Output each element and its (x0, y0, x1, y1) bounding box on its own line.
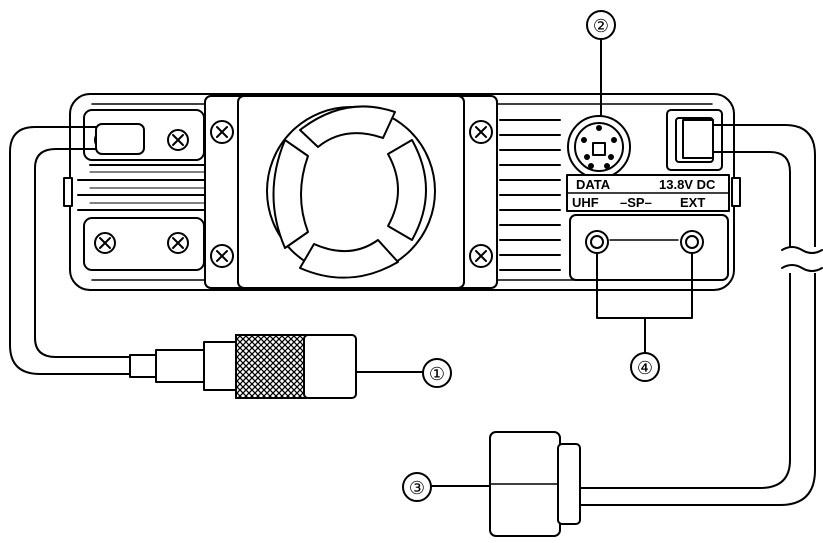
dc-cable-plug (682, 119, 714, 159)
label-ext: EXT (680, 195, 705, 210)
cooling-fan (237, 95, 465, 289)
cable-break-gap (780, 247, 823, 273)
rear-label-box (566, 174, 730, 212)
callout-2-circle (586, 10, 616, 40)
data-connector (567, 115, 631, 179)
callout-4-circle (630, 352, 660, 382)
left-heatsink-fins (77, 164, 206, 211)
label-data: DATA (576, 177, 611, 192)
callout-4-number: ④ (637, 358, 653, 379)
antenna-plug-on-radio (95, 123, 145, 155)
uhf-connector (129, 334, 357, 399)
label-13-8v-dc: 13.8V DC (659, 177, 716, 192)
antenna-cable-inner (34, 148, 131, 358)
callout-3-circle (402, 472, 432, 502)
power-cable-inner (559, 151, 791, 489)
fuse-holder (489, 431, 581, 537)
power-cable-outer (559, 124, 816, 506)
label-sp: –SP– (620, 195, 652, 210)
callout-3-number: ③ (409, 478, 425, 499)
left-mount-plate-bottom (83, 217, 205, 271)
callout-1-number: ① (429, 364, 445, 385)
right-heatsink-fins (499, 119, 561, 271)
cable-break-line-bottom (781, 264, 823, 272)
external-speaker-jack (680, 230, 704, 254)
label-uhf: UHF (572, 195, 599, 210)
callout-1-circle (422, 358, 452, 388)
callout-2-number: ② (593, 16, 609, 37)
antenna-cable-outer (9, 126, 131, 375)
cable-break-line-top (781, 246, 823, 254)
internal-speaker-jack (585, 230, 609, 254)
